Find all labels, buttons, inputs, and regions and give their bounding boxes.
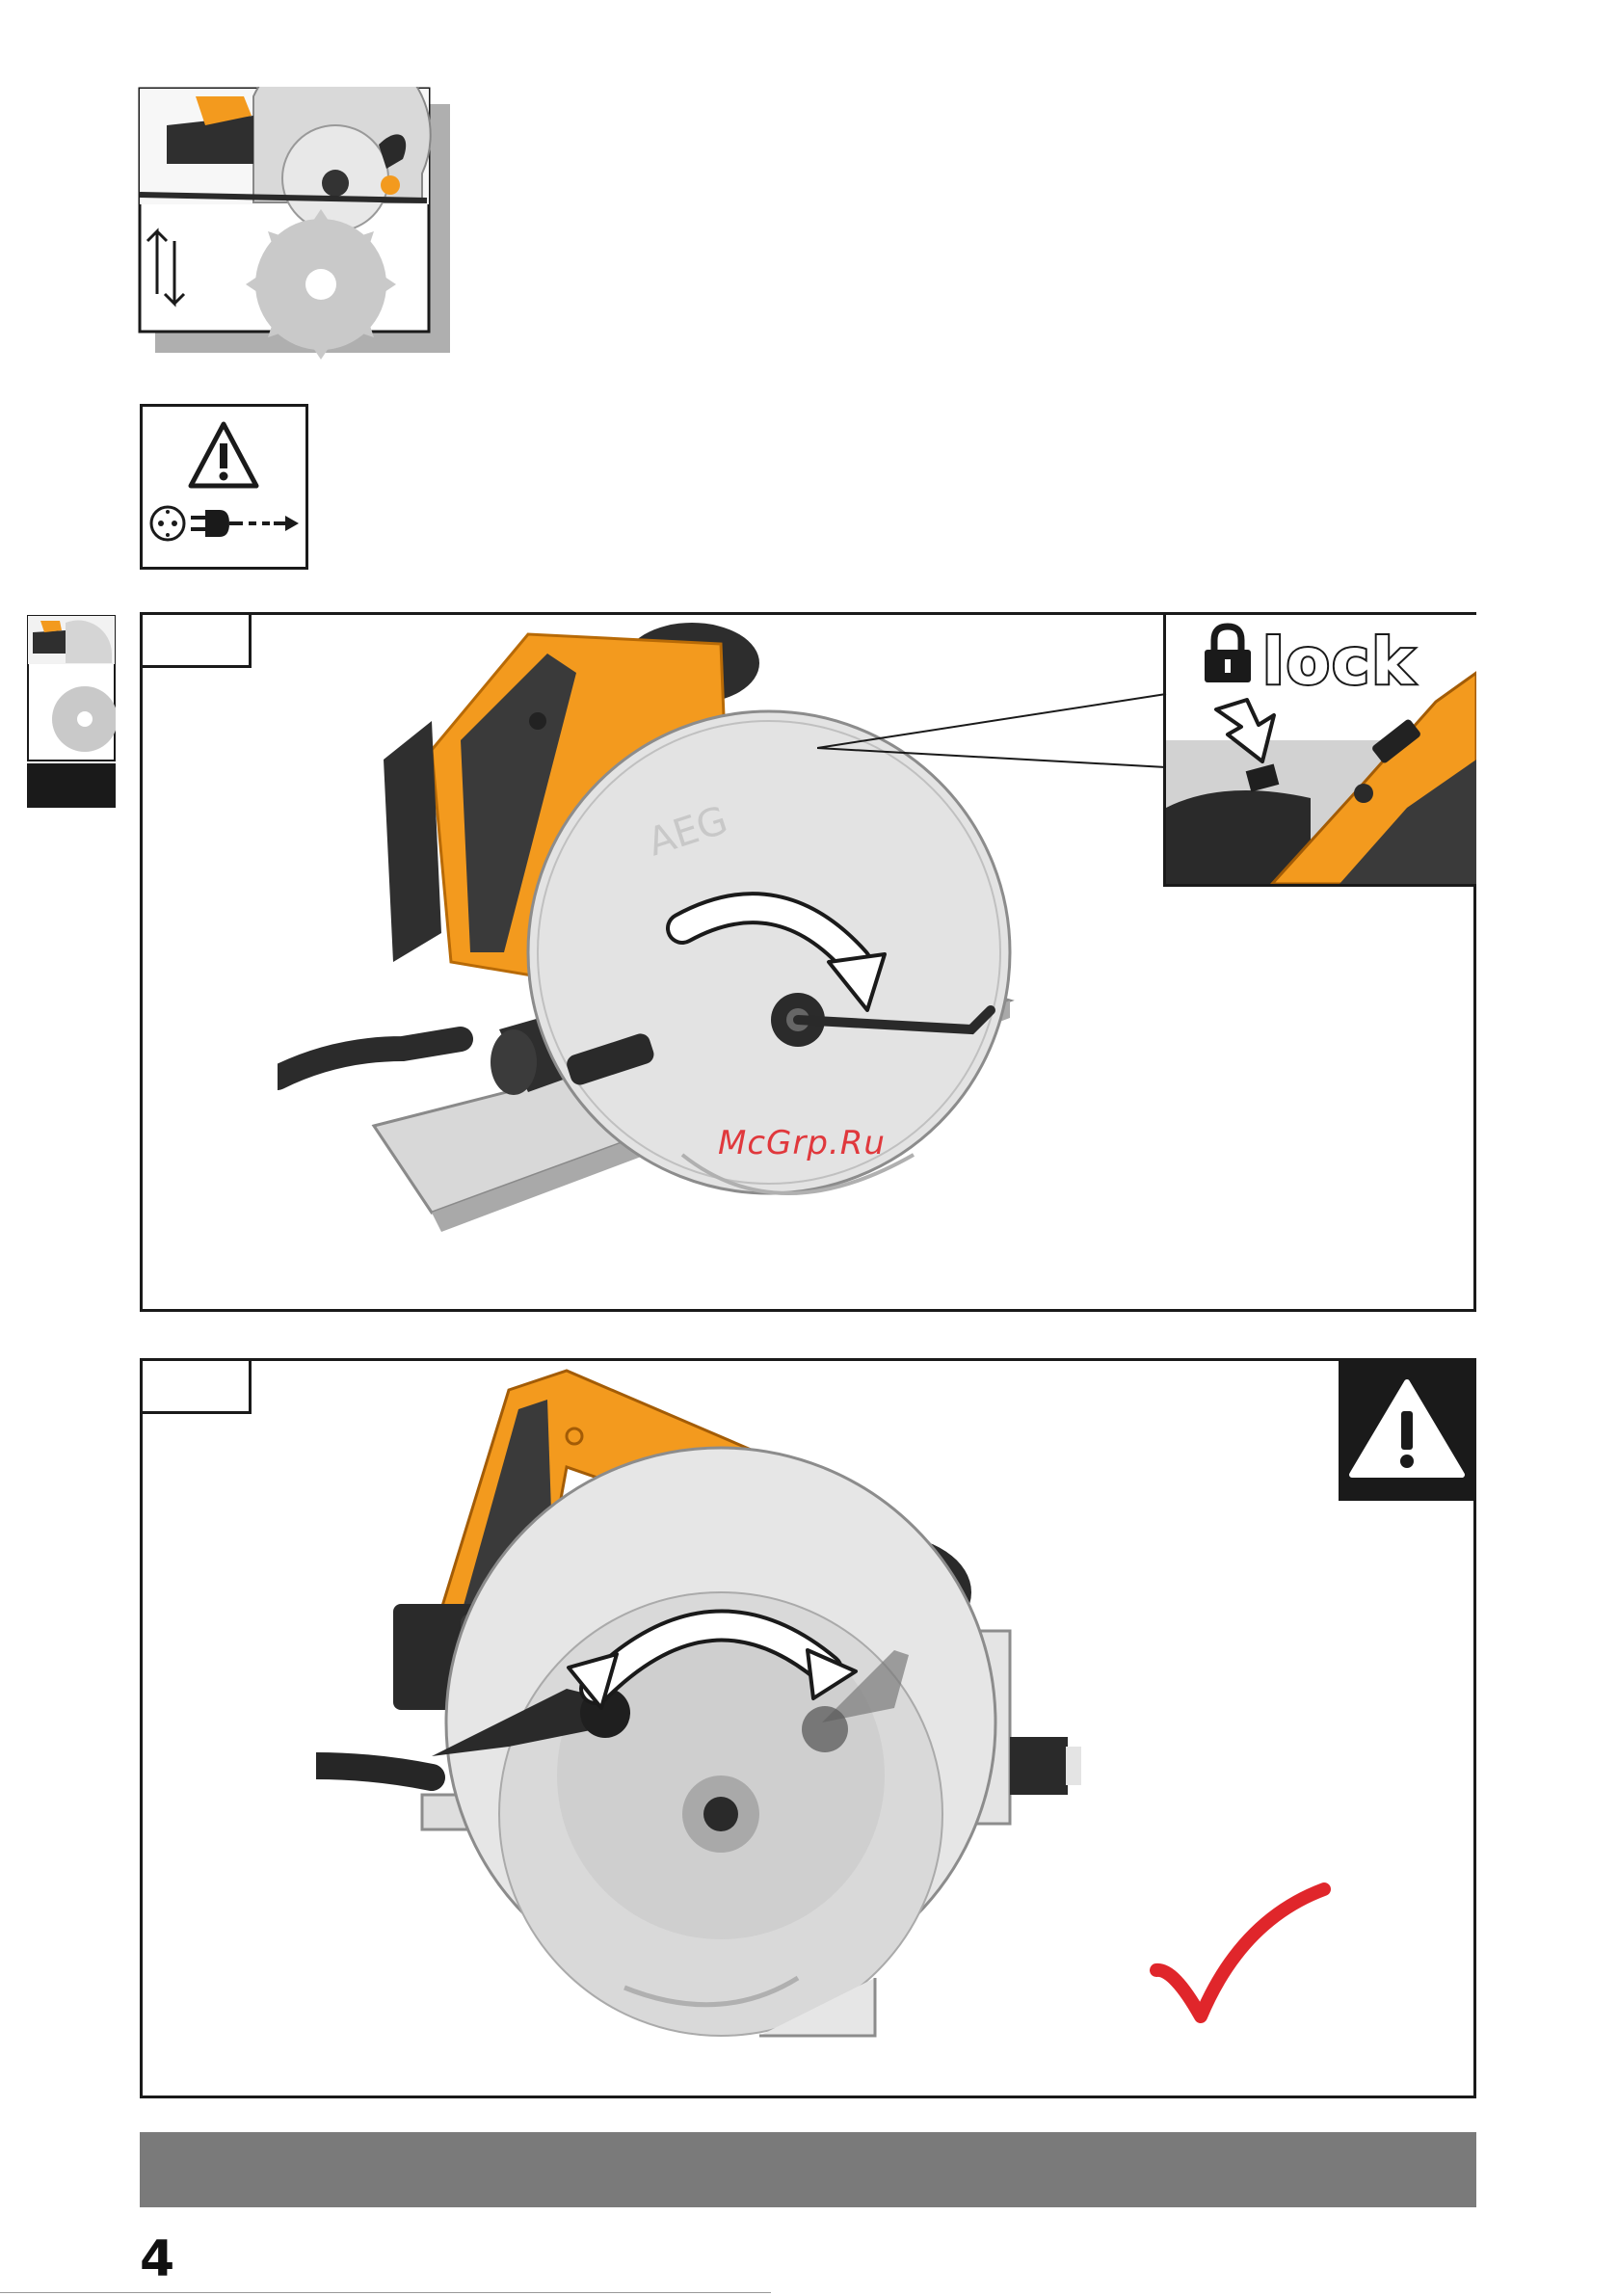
blade-change-thumbnail-icon bbox=[138, 87, 456, 366]
lock-icon bbox=[1205, 627, 1251, 682]
warning-icon bbox=[1339, 1361, 1476, 1501]
figure-number-tab bbox=[140, 612, 252, 668]
circular-saw-side-illustration bbox=[316, 1361, 1280, 2098]
checkmark-icon bbox=[1145, 1882, 1338, 2045]
lock-label: lock bbox=[1262, 630, 1416, 694]
unplug-icon bbox=[143, 498, 305, 551]
figure-blade-lock: AEG McGrp.Ru bbox=[140, 612, 1476, 1312]
section-thumbnail-icon bbox=[27, 615, 116, 808]
footer-bar bbox=[140, 2132, 1476, 2207]
watermark: McGrp.Ru bbox=[718, 1124, 886, 1162]
page-number: 4 bbox=[140, 2234, 174, 2284]
unplug-warning-box bbox=[140, 404, 308, 570]
lock-detail-inset: lock bbox=[1163, 615, 1476, 887]
leader-lines bbox=[817, 615, 1174, 808]
bottom-rule bbox=[0, 2292, 771, 2293]
figure-guard-check bbox=[140, 1358, 1476, 2098]
warning-box bbox=[1339, 1361, 1476, 1501]
figure-number-tab bbox=[140, 1358, 252, 1414]
section-thumbnail-tab bbox=[27, 615, 116, 808]
blade-change-thumbnail bbox=[138, 87, 433, 335]
